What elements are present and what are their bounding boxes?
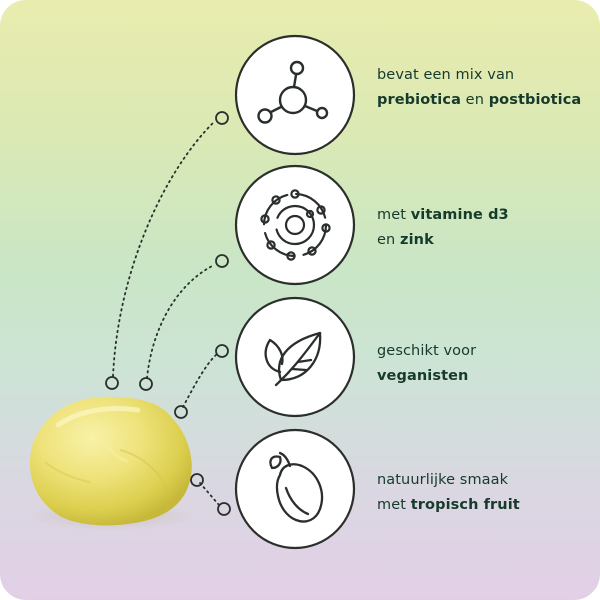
feature-icon-circle-1 xyxy=(234,34,356,156)
feature-1-text-a: bevat een mix van xyxy=(377,67,515,83)
feature-text-2: met vitamine d3 en zink xyxy=(377,203,592,253)
feature-4-line-1: natuurlijke smaak xyxy=(377,468,592,493)
feature-2-text-b: vitamine d3 xyxy=(410,207,509,223)
feature-1-text-c: en xyxy=(460,92,489,108)
leaf-icon xyxy=(264,331,322,387)
feature-1-line-1: bevat een mix van xyxy=(377,63,592,88)
feature-3-line-2: veganisten xyxy=(377,364,592,389)
feature-3-text-b: veganisten xyxy=(377,368,469,384)
feature-1-line-2: prebiotica en postbiotica xyxy=(377,88,592,113)
feature-2-text-a: met xyxy=(377,207,411,223)
feature-4-text-a: natuurlijke smaak xyxy=(377,472,509,488)
molecule-icon xyxy=(257,60,329,124)
connector-line-1 xyxy=(112,121,215,377)
connector-nodes xyxy=(105,111,231,516)
connector-line-2 xyxy=(146,264,215,379)
gummy-image xyxy=(30,396,194,530)
feature-2-text-d: zink xyxy=(400,232,434,248)
feature-1-text-b: prebiotica xyxy=(377,92,461,108)
connector-line-3 xyxy=(182,354,217,408)
feature-3-line-1: geschikt voor xyxy=(377,339,592,364)
feature-2-line-2: en zink xyxy=(377,228,592,253)
feature-2-line-1: met vitamine d3 xyxy=(377,203,592,228)
feature-1-text-d: postbiotica xyxy=(488,92,582,108)
feature-3-text-a: geschikt voor xyxy=(377,343,477,359)
mango-icon xyxy=(269,451,324,523)
atom-orbit-icon xyxy=(260,189,331,261)
feature-text-3: geschikt voor veganisten xyxy=(377,339,592,389)
feature-icon-circle-3 xyxy=(234,296,356,418)
feature-4-line-2: met tropisch fruit xyxy=(377,493,592,518)
feature-2-text-c: en xyxy=(377,232,401,248)
feature-icon-circle-2 xyxy=(234,164,356,286)
feature-text-1: bevat een mix van prebiotica en postbiot… xyxy=(377,63,592,113)
connector-line-4 xyxy=(199,482,220,506)
feature-4-text-c: tropisch fruit xyxy=(410,497,520,513)
feature-icon-circle-4 xyxy=(234,428,356,550)
feature-text-4: natuurlijke smaak met tropisch fruit xyxy=(377,468,592,518)
feature-4-text-b: met xyxy=(377,497,411,513)
connector-lines xyxy=(112,121,220,506)
